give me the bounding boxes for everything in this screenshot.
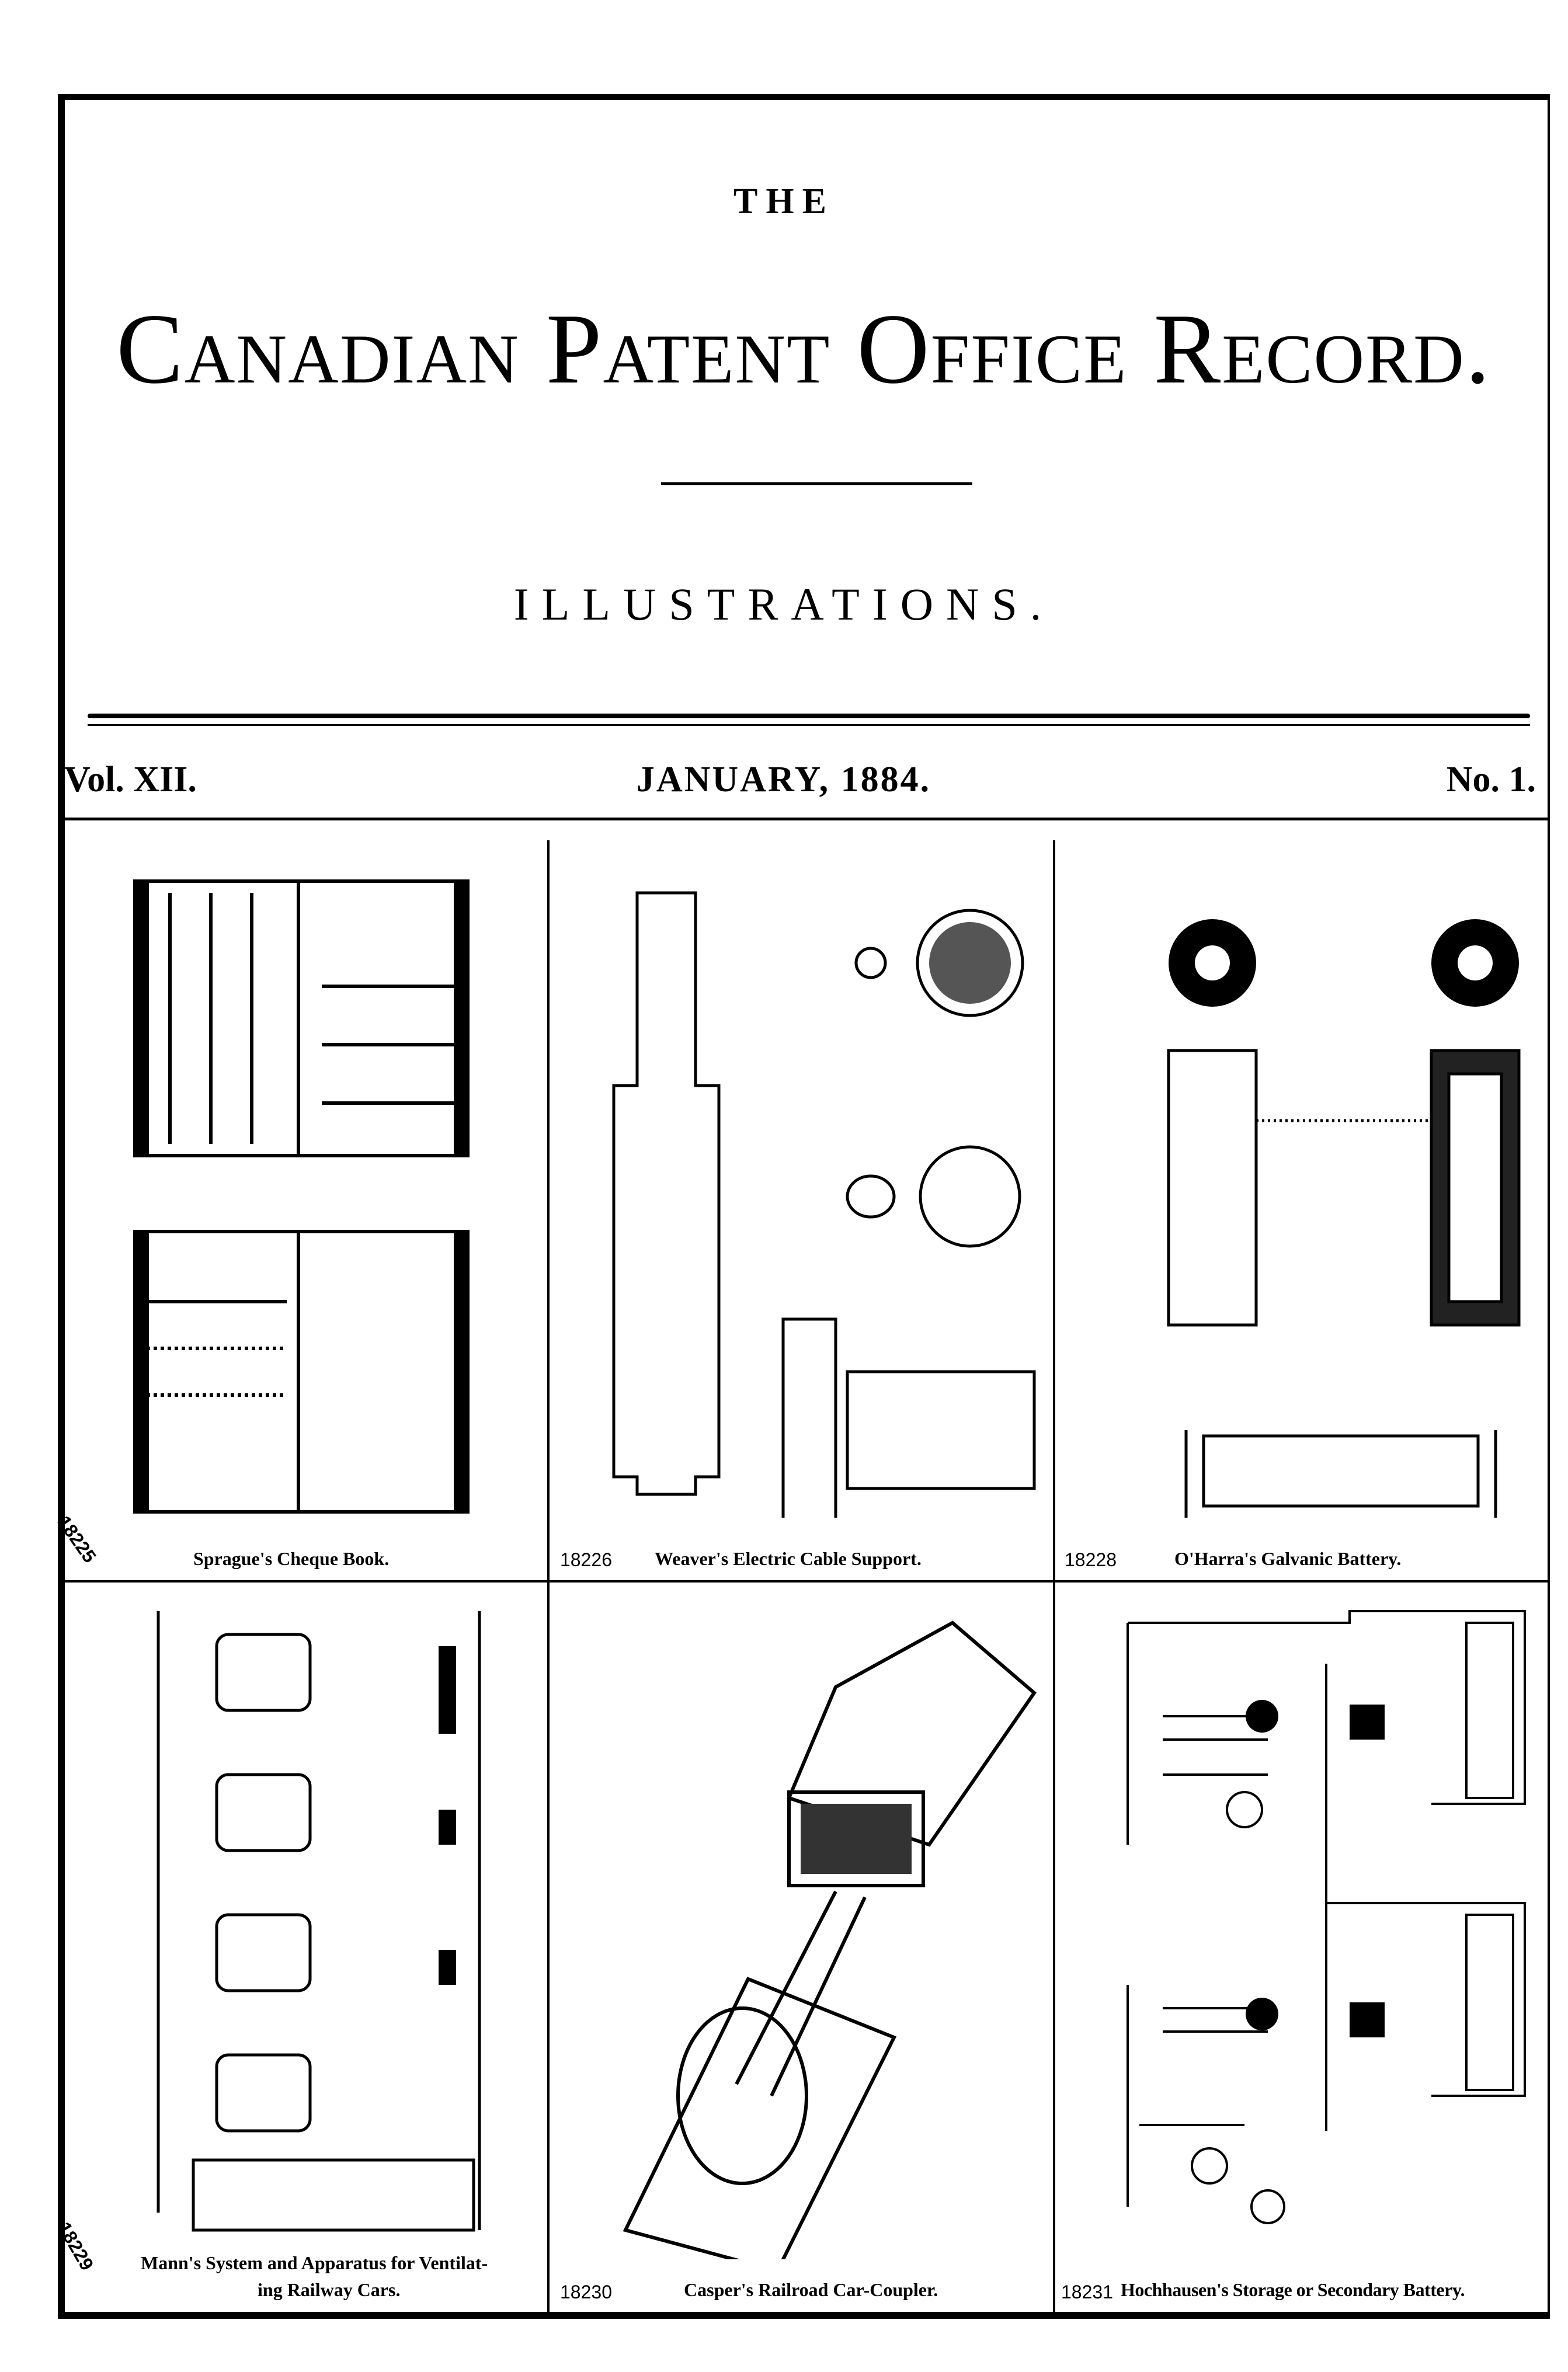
panel-caption-continued: ing Railway Cars. — [258, 2279, 401, 2300]
panel-caption: Weaver's Electric Cable Support. — [655, 1548, 922, 1569]
divider — [661, 482, 972, 485]
masthead-the: THE — [733, 182, 835, 221]
galvanic-battery-illustration — [1167, 919, 1521, 1518]
illustration-grid: 18225 Sprague's Cheque Book. 18226 Weave… — [54, 840, 1550, 2318]
issue-date: JANUARY, 1884. — [636, 760, 931, 799]
column-divider — [1053, 840, 1055, 2318]
page-border — [58, 94, 1550, 2319]
patent-number: 18226 — [560, 1549, 612, 1570]
panel-caption: Sprague's Cheque Book. — [193, 1548, 390, 1569]
panel-caption: Mann's System and Apparatus for Ventilat… — [141, 2252, 488, 2273]
column-divider — [547, 840, 550, 2318]
cheque-book-illustration — [133, 879, 470, 1514]
panel-caption: Casper's Railroad Car-Coupler. — [684, 2279, 938, 2300]
cable-support-illustration — [612, 891, 1036, 1518]
panel-caption: Hochhausen's Storage or Secondary Batter… — [1121, 2279, 1465, 2300]
row-divider — [65, 1580, 1550, 1583]
patent-number: 18230 — [560, 2281, 612, 2303]
panel-caption: O'Harra's Galvanic Battery. — [1174, 1548, 1402, 1569]
divider-thick — [88, 714, 1530, 718]
masthead-title: Canadian Patent Office Record. — [116, 294, 1491, 405]
railway-car-ventilation-illustration — [157, 1611, 481, 2232]
issue-number: No. 1. — [1446, 760, 1536, 799]
car-coupler-illustration — [623, 1620, 1037, 2259]
storage-battery-circuit-illustration — [1127, 1610, 1526, 2224]
patent-number: 18228 — [1065, 1549, 1117, 1570]
divider — [65, 818, 1550, 820]
volume-label: Vol. XII. — [64, 760, 197, 799]
divider-thin — [88, 724, 1530, 726]
patent-number: 18231 — [1061, 2281, 1113, 2303]
section-title: ILLUSTRATIONS. — [513, 579, 1055, 629]
